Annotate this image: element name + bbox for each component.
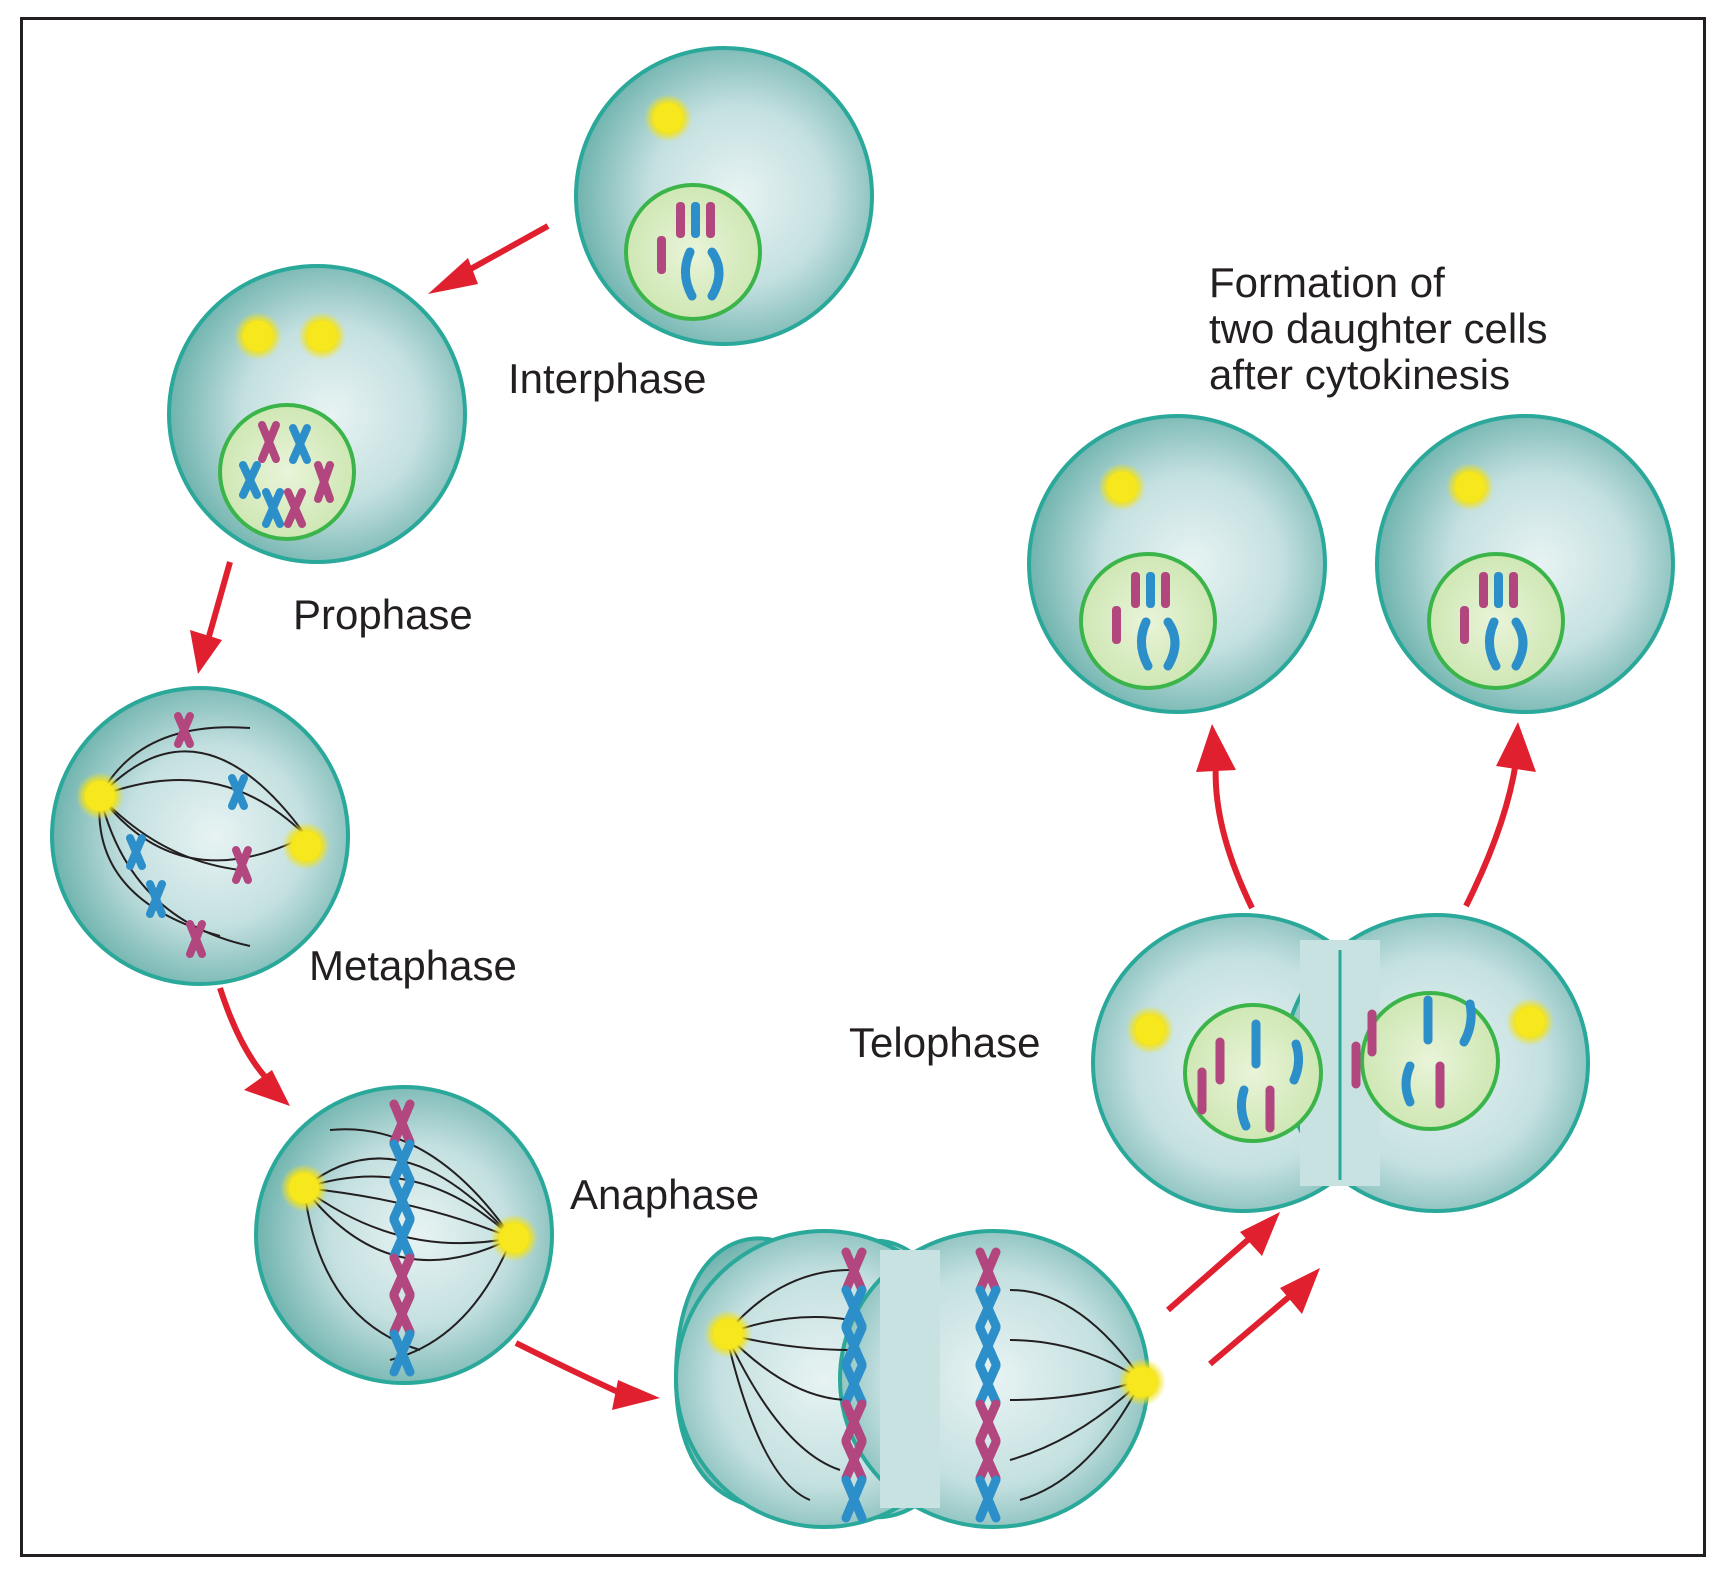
chromosome-group: [239, 421, 334, 528]
caption-line-2: two daughter cells: [1209, 305, 1548, 352]
metaphase-cell: [50, 686, 350, 986]
chromosome-column: [389, 1099, 415, 1377]
centrosome-icon: [704, 1310, 752, 1358]
prophase-cell: [167, 264, 467, 564]
centrosome-icon: [644, 94, 692, 142]
cycle-arrows: [190, 223, 1536, 1410]
arrow-division-to-telophase-1: [1166, 1212, 1280, 1313]
diagram-frame: [20, 17, 1706, 1557]
metaphase-label: Metaphase: [309, 942, 517, 989]
chromosome-group: [1460, 572, 1528, 671]
interphase-cell: [574, 46, 874, 346]
anaphase-cell: [254, 1085, 554, 1385]
centrosome-icon: [1506, 998, 1554, 1046]
centrosome-icon: [1118, 1358, 1166, 1406]
arrow-telophase-to-daughter-left: [1196, 724, 1255, 910]
centrosome-icon: [298, 312, 346, 360]
arrow-division-to-telophase-2: [1208, 1268, 1320, 1367]
centrosome-icon: [1446, 463, 1494, 511]
anaphase-label: Anaphase: [570, 1171, 760, 1218]
dividing-cell: [673, 1229, 1166, 1529]
prophase-label: Prophase: [293, 591, 473, 638]
caption-line-3: after cytokinesis: [1209, 351, 1511, 398]
chromosome-group: [1112, 572, 1180, 671]
centrosome-icon: [490, 1214, 538, 1262]
centrosome-icon: [76, 772, 124, 820]
chromosome-group: [126, 712, 252, 958]
interphase-label: Interphase: [508, 355, 707, 402]
centrosome-icon: [234, 312, 282, 360]
caption-line-1: Formation of: [1209, 259, 1445, 306]
centrosome-icon: [282, 822, 330, 870]
centrosome-icon: [280, 1164, 328, 1212]
arrow-anaphase-to-division: [514, 1340, 660, 1410]
centrosome-icon: [1098, 463, 1146, 511]
telophase-cell: [1091, 913, 1590, 1213]
daughter-cells-caption: Formation of two daughter cells after cy…: [1209, 260, 1548, 398]
telophase-label: Telophase: [849, 1019, 1041, 1066]
chromosome-column-right: [975, 1247, 1001, 1523]
arrow-prophase-to-metaphase: [190, 561, 233, 674]
nucleus: [1360, 991, 1500, 1131]
centrosome-icon: [1126, 1006, 1174, 1054]
daughter-cell-right: [1375, 414, 1675, 714]
cleavage-cover: [880, 1250, 940, 1508]
arrow-telophase-to-daughter-right: [1463, 722, 1536, 908]
chromosome-group: [657, 202, 724, 301]
chromosome-group: [1197, 995, 1476, 1133]
nucleus: [218, 403, 356, 541]
chromosome-column-left: [841, 1247, 867, 1523]
arrow-interphase-to-prophase: [428, 223, 550, 294]
daughter-cell-left: [1027, 414, 1327, 714]
arrow-metaphase-to-anaphase: [217, 987, 290, 1106]
